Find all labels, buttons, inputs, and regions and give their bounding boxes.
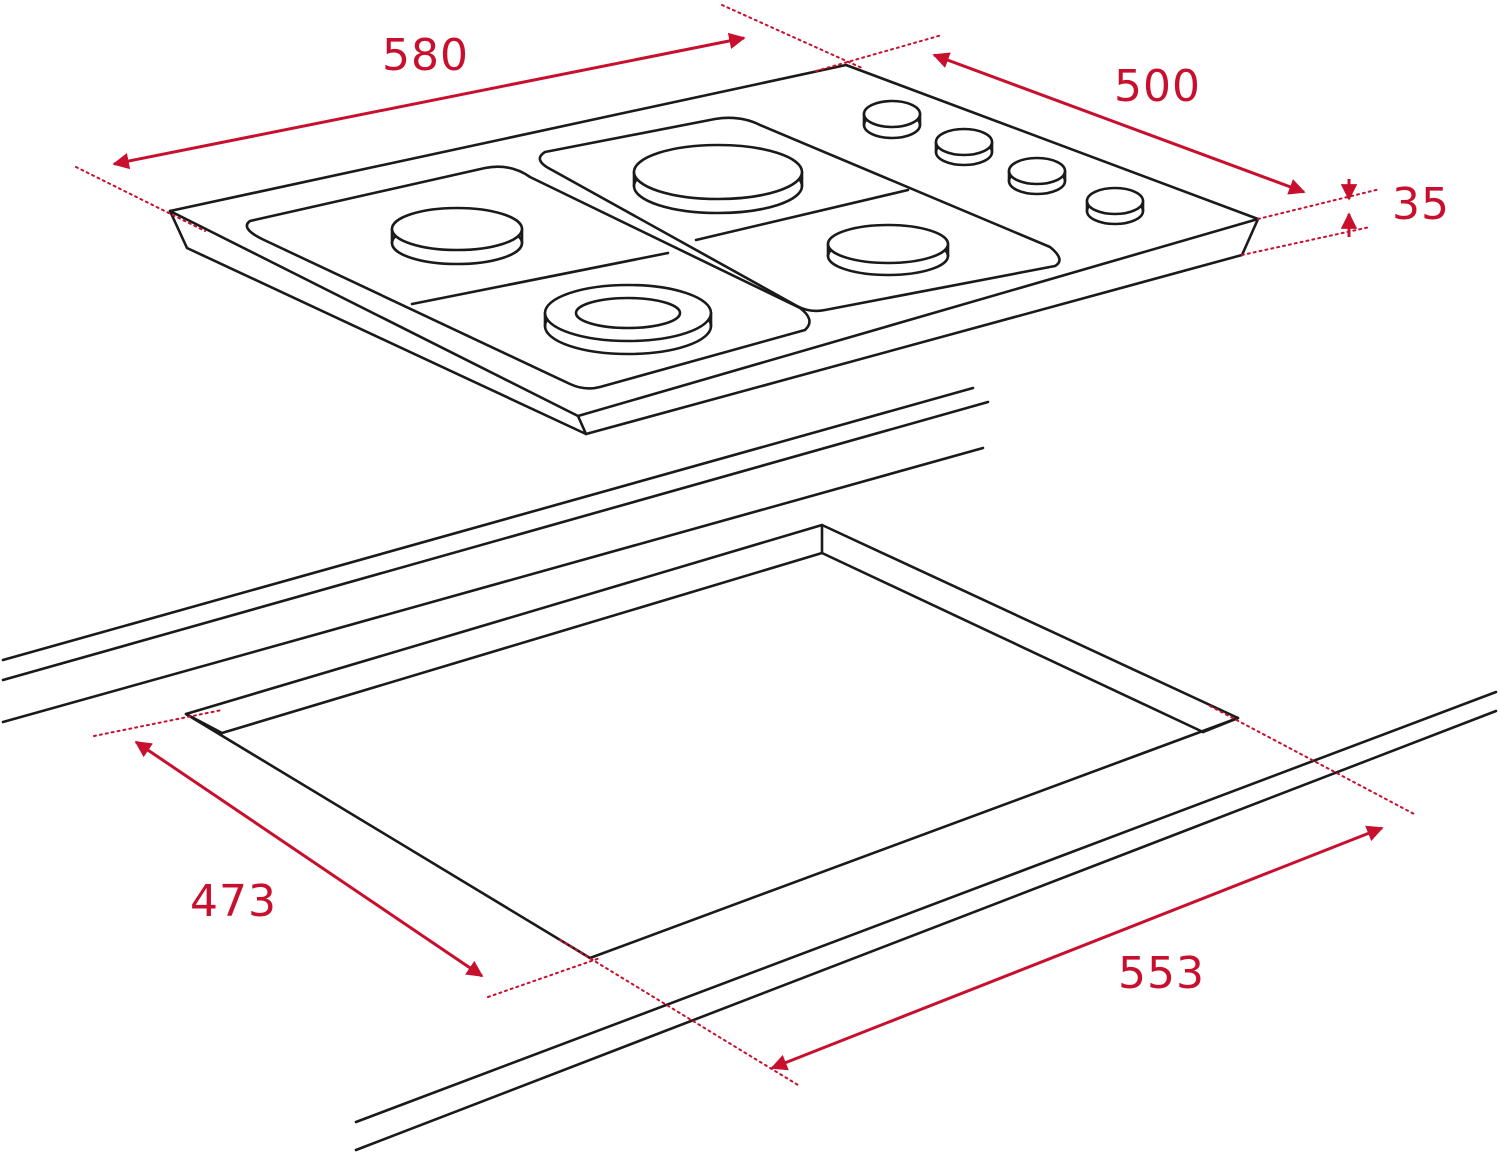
- cutout-depth-473-arrow: [134, 740, 484, 978]
- hob-top-surface: [168, 63, 1260, 418]
- burner-left-rear: [390, 206, 524, 266]
- cutout-outer-edge: [184, 523, 1240, 960]
- dimension-labels: 580 500 35 473 553: [190, 30, 1450, 999]
- depth-500-arrow: [932, 52, 1306, 195]
- worktop-back-edge-bottom: [1, 400, 990, 682]
- hob: [168, 63, 1260, 436]
- dimension-label-473: 473: [190, 876, 277, 927]
- dimension-label-35: 35: [1392, 179, 1450, 230]
- control-knob-2: [934, 127, 994, 167]
- cutout-inner-edge: [220, 551, 1205, 735]
- worktop-cutout: [184, 523, 1240, 960]
- cutout-width-553-arrow: [770, 825, 1384, 1071]
- width-580-arrow: [112, 32, 746, 170]
- dimension-label-553: 553: [1118, 948, 1205, 999]
- hob-corner-edge: [576, 414, 588, 436]
- control-knob-1: [862, 99, 922, 140]
- burner-left-front-wok: [543, 283, 713, 356]
- worktop-front-edge-bottom: [354, 709, 1498, 1152]
- worktop-front-edge-top: [354, 690, 1498, 1124]
- worktop-back-edge-top: [1, 386, 975, 662]
- dimension-arrows: [112, 32, 1384, 1071]
- burner-right-front: [826, 223, 950, 277]
- worktop: [1, 386, 1498, 1152]
- burner-right-rear-large: [632, 143, 804, 215]
- control-knob-4: [1085, 186, 1145, 226]
- left-pan-support: [245, 165, 811, 390]
- dimension-label-580: 580: [382, 30, 469, 81]
- worktop-back-edge-lower: [1, 446, 985, 724]
- control-knob-3: [1007, 156, 1067, 196]
- dimension-label-500: 500: [1114, 61, 1201, 112]
- hob-front-edge: [168, 209, 1260, 436]
